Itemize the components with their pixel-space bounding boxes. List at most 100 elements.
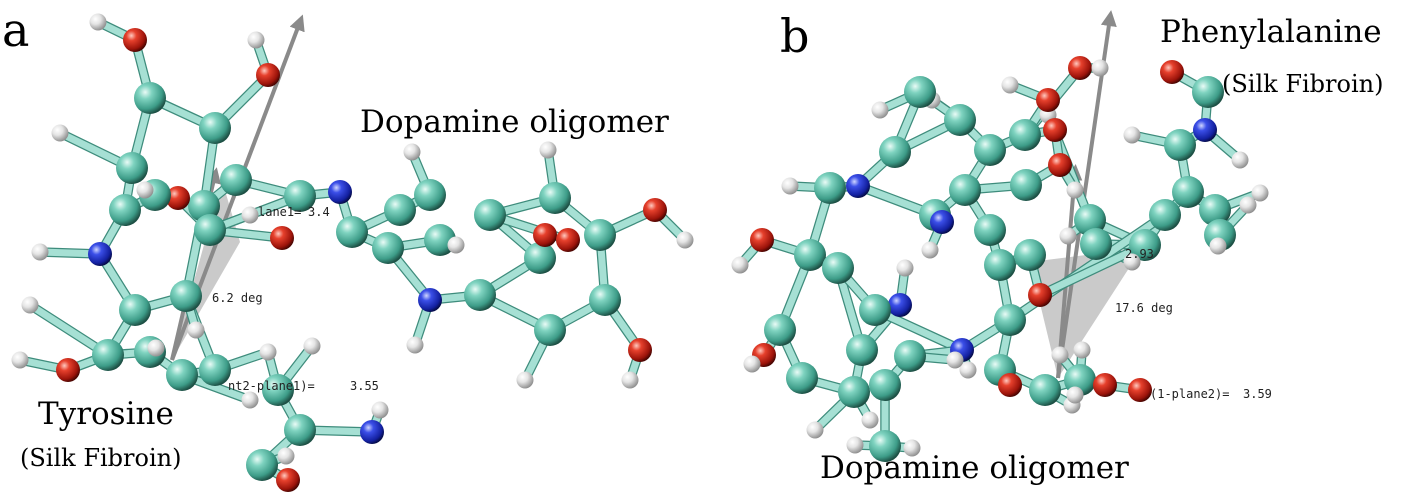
hydrogen-atom-b [1001, 76, 1019, 94]
oxygen-atom-a [256, 63, 280, 87]
carbon-atom-a [464, 279, 496, 311]
distance-measure-value-a: 3.55 [350, 379, 379, 393]
carbon-atom-a [284, 180, 316, 212]
carbon-atom-b [1129, 229, 1161, 261]
angle-wedge-b [1030, 248, 1142, 378]
hydrogen-atom-b [921, 241, 939, 259]
carbon-atom-b [1010, 169, 1042, 201]
oxygen-atom-b [998, 373, 1022, 397]
carbon-atom-a [92, 339, 124, 371]
carbon-atom-b [1192, 76, 1224, 108]
carbon-atom-b [1199, 194, 1231, 226]
oxygen-atom-a [276, 468, 300, 492]
hydrogen-atom-a [403, 143, 421, 161]
hydrogen-atom-b [1231, 151, 1249, 169]
hydrogen-atom-a [277, 447, 295, 465]
carbon-atom-b [1009, 119, 1041, 151]
hydrogen-atom-a [187, 321, 205, 339]
hydrogen-atom-a [31, 243, 49, 261]
carbon-atom-b [1164, 129, 1196, 161]
hydrogen-atom-b [1209, 237, 1227, 255]
carbon-atom-b [879, 136, 911, 168]
carbon-atom-b [1080, 228, 1112, 260]
hydrogen-atom-b [1066, 181, 1084, 199]
carbon-atom-b [822, 252, 854, 284]
hydrogen-atom-b [781, 177, 799, 195]
carbon-atom-b [1014, 239, 1046, 271]
hydrogen-atom-a [447, 236, 465, 254]
nitrogen-atom-b [1193, 118, 1217, 142]
hydrogen-atom-a [676, 231, 694, 249]
hydrogen-atom-a [136, 181, 154, 199]
dopamine-oligomer-label-b: Dopamine oligomer [820, 450, 1129, 486]
oxygen-atom-a [56, 358, 80, 382]
hydrogen-atom-a [247, 31, 265, 49]
oxygen-atom-b [1068, 56, 1092, 80]
distance-measure-label-b: (1-plane2)= [1150, 387, 1229, 401]
hydrogen-atom-a [259, 343, 277, 361]
nitrogen-atom-a [328, 180, 352, 204]
carbon-atom-a [199, 354, 231, 386]
carbon-atom-b [869, 430, 901, 462]
carbon-atom-a [246, 449, 278, 481]
carbon-atom-b [949, 174, 981, 206]
hydrogen-atom-b [1123, 126, 1141, 144]
hydrogen-atom-b [1051, 346, 1069, 364]
oxygen-atom-b [1028, 283, 1052, 307]
carbon-atom-a [584, 219, 616, 251]
dopamine-oligomer-label-a: Dopamine oligomer [360, 104, 669, 140]
distance-measure-value-b: 3.59 [1243, 387, 1272, 401]
hydrogen-atom-a [51, 124, 69, 142]
carbon-atom-a [384, 194, 416, 226]
oxygen-atom-b [1128, 378, 1152, 402]
carbon-atom-a [116, 152, 148, 184]
carbon-atom-a [414, 179, 446, 211]
panel-letter-a: a [2, 3, 29, 57]
hydrogen-atom-a [21, 296, 39, 314]
carbon-atom-a [109, 194, 141, 226]
panel-a: a Dopamine oligomer Tyrosine (Silk Fibro… [2, 3, 694, 492]
hydrogen-atom-b [959, 361, 977, 379]
hydrogen-atom-b [1073, 341, 1091, 359]
plane-measure-value-a: 3.4 [308, 205, 330, 219]
oxygen-atom-b [1036, 88, 1060, 112]
angle-measure-a: 6.2 deg [212, 291, 263, 305]
carbon-atom-a [134, 82, 166, 114]
hydrogen-atom-a [406, 336, 424, 354]
hydrogen-atom-a [621, 371, 639, 389]
phenylalanine-label: Phenylalanine [1160, 14, 1382, 50]
hydrogen-atom-b [1091, 59, 1109, 77]
hydrogen-atom-a [11, 351, 29, 369]
carbon-atom-a [170, 280, 202, 312]
carbon-atom-b [894, 340, 926, 372]
hydrogen-atom-a [89, 13, 107, 31]
hydrogen-atom-a [539, 141, 557, 159]
carbon-atom-b [904, 76, 936, 108]
hydrogen-atom-b [1066, 386, 1084, 404]
hydrogen-atom-b [743, 355, 761, 373]
hydrogen-atom-a [516, 371, 534, 389]
atoms-panel-b [731, 56, 1269, 462]
nitrogen-atom-b [846, 174, 870, 198]
oxygen-atom-a [166, 186, 190, 210]
carbon-atom-a [194, 214, 226, 246]
molecule-panel-b [731, 56, 1269, 462]
nitrogen-atom-a [418, 288, 442, 312]
hydrogen-atom-b [846, 436, 864, 454]
carbon-atom-b [838, 376, 870, 408]
carbon-atom-b [846, 334, 878, 366]
angle-measure-b: 17.6 deg [1115, 301, 1173, 315]
carbon-atom-b [974, 214, 1006, 246]
oxygen-atom-a [533, 223, 557, 247]
carbon-atom-b [1074, 204, 1106, 236]
panel-letter-b: b [780, 9, 809, 63]
carbon-atom-a [372, 232, 404, 264]
carbon-atom-a [424, 224, 456, 256]
carbon-atom-a [539, 182, 571, 214]
hydrogen-atom-a [241, 391, 259, 409]
nitrogen-atom-a [360, 420, 384, 444]
hydrogen-atom-b [896, 259, 914, 277]
plane-measure-value-b: 2.93 [1125, 247, 1154, 261]
carbon-atom-a [199, 112, 231, 144]
